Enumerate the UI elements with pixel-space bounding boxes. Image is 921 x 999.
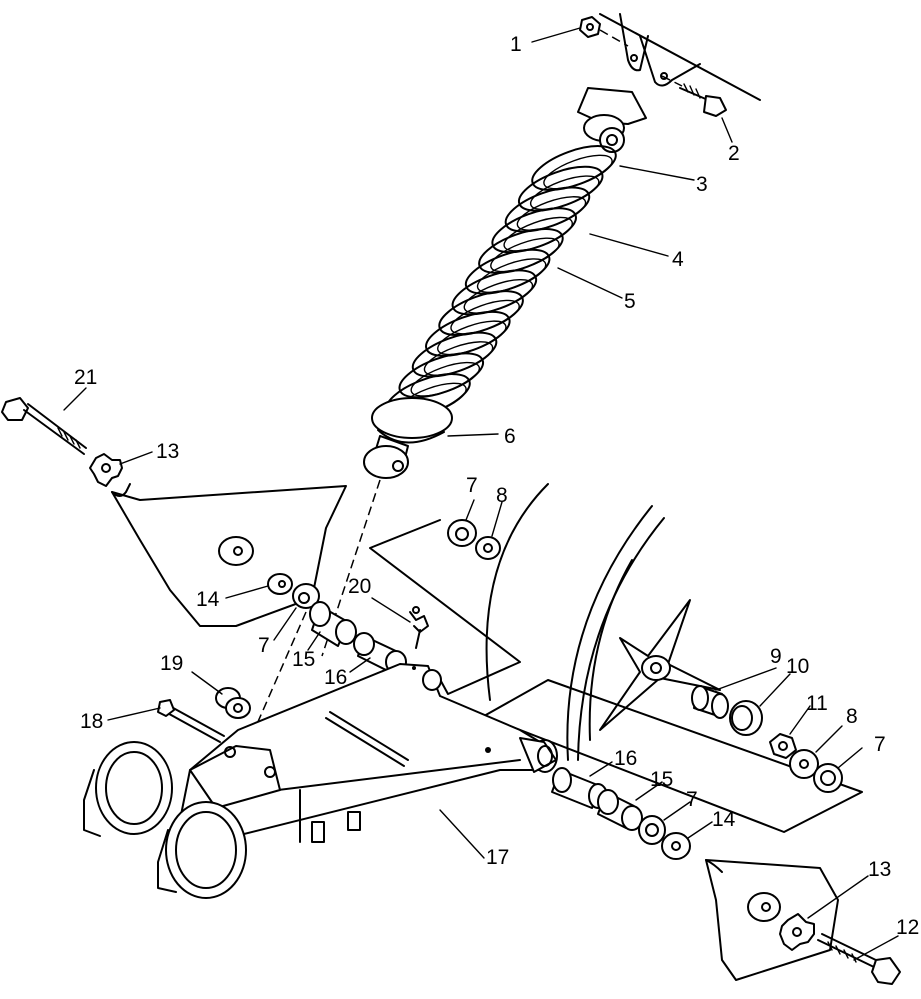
shock-body-ring (437, 320, 507, 356)
callout-15-right: 15 (650, 768, 673, 791)
callout-3: 3 (696, 173, 708, 196)
callout-16-right: 16 (614, 747, 637, 770)
callout-14-right: 14 (712, 808, 736, 831)
bolt-part-2 (661, 75, 727, 117)
callout-7-upper: 7 (466, 474, 478, 497)
washer-part-7-right (813, 763, 843, 793)
callout-10: 10 (786, 655, 809, 678)
shock-body-ring (516, 196, 587, 231)
shock-body-ring (529, 175, 600, 211)
bolt-part-12 (817, 933, 901, 985)
callout-9: 9 (770, 645, 782, 668)
shock-body-ring (503, 216, 573, 252)
callout-11: 11 (806, 692, 828, 715)
star-washer-part-13-left (89, 453, 123, 487)
nut-part-11 (769, 733, 797, 759)
shock-body-ring (423, 341, 494, 376)
callout-13-right: 13 (868, 858, 891, 881)
callout-4: 4 (672, 248, 684, 271)
callout-7-right: 7 (874, 733, 886, 756)
callout-14-left: 14 (196, 588, 220, 611)
bushing-part-15-right (597, 789, 643, 831)
axle-clamp-right (157, 801, 247, 899)
track-arc (485, 483, 549, 701)
bolt-part-18 (157, 699, 225, 743)
callout-6: 6 (504, 425, 516, 448)
track-arc (588, 559, 633, 741)
callout-19: 19 (160, 652, 183, 675)
callout-7-left: 7 (258, 634, 270, 657)
shock-body-ring (410, 361, 481, 397)
callout-16-left: 16 (324, 666, 347, 689)
washer-part-7-lower (638, 815, 666, 845)
shock-body-ring (463, 278, 534, 314)
right-side-plate (705, 859, 839, 981)
leader-lines (63, 27, 899, 961)
washer-part-10 (729, 700, 763, 736)
detail-outline (483, 679, 863, 833)
callout-20: 20 (348, 575, 371, 598)
callout-17: 17 (486, 846, 509, 869)
callout-1: 1 (510, 33, 522, 56)
shock-absorber (363, 114, 625, 479)
washer-part-8-right (789, 749, 819, 779)
callout-7-lower: 7 (686, 788, 698, 811)
bushing-part-15-left (309, 601, 357, 647)
track-arc (577, 517, 665, 761)
shock-body-ring (450, 299, 520, 335)
washer-part-8-upper (475, 536, 501, 560)
washer-part-7-left (292, 583, 320, 609)
shock-body-ring (490, 237, 560, 273)
swing-arm-part-17 (179, 663, 558, 843)
callout-8-upper: 8 (496, 484, 508, 507)
track-arc (566, 505, 653, 761)
frame-bracket (599, 13, 761, 101)
callout-8-right: 8 (846, 705, 858, 728)
callout-labels: 1 2 3 4 5 6 21 13 7 8 14 20 7 15 16 19 1… (74, 33, 919, 939)
callout-5: 5 (624, 290, 636, 313)
grease-fitting-part-20 (409, 606, 429, 649)
sprocket-hub (599, 599, 721, 731)
alignment-line (249, 611, 307, 741)
axle-clamp-left (83, 741, 173, 837)
callout-21: 21 (74, 366, 97, 389)
callout-13-left: 13 (156, 440, 179, 463)
callout-2: 2 (728, 142, 740, 165)
callout-15-left: 15 (292, 648, 315, 671)
washer-part-7-upper (447, 519, 477, 547)
washer-part-14-right (661, 832, 691, 860)
callout-12: 12 (896, 916, 919, 939)
callout-18: 18 (80, 710, 103, 733)
shock-body-ring (476, 258, 547, 294)
spacer-part-9 (691, 685, 729, 719)
shock-body-ring (543, 154, 613, 190)
detail-outline (369, 519, 521, 695)
bushing-part-19 (215, 687, 251, 719)
star-washer-part-13-right (779, 913, 815, 951)
nut-part-1 (579, 16, 629, 47)
washer-part-14-left (267, 573, 293, 595)
bolt-part-21 (1, 397, 87, 455)
